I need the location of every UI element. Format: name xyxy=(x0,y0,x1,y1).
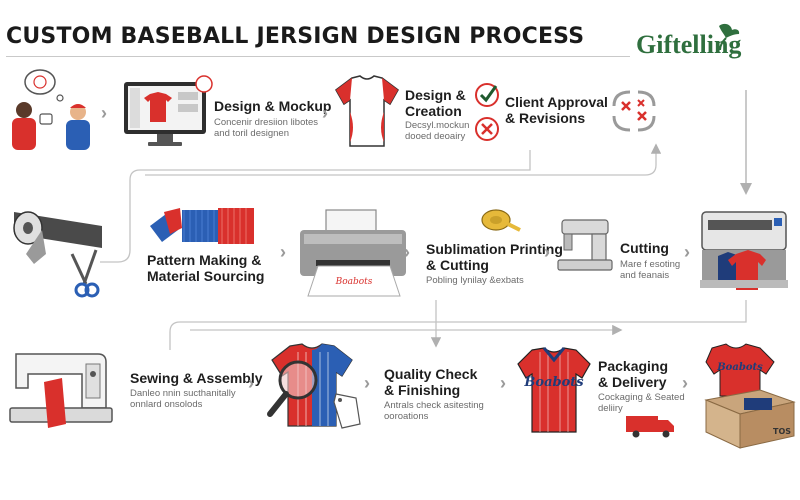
jersey-script-text: Boabots xyxy=(523,375,584,390)
jersey-inspection-icon xyxy=(267,343,361,429)
monitor-icon xyxy=(124,75,213,146)
fabric-swatches-icon xyxy=(150,208,254,244)
magnifier-icon xyxy=(267,360,318,417)
truck-icon xyxy=(626,416,674,438)
printer-icon: Boabots xyxy=(300,209,406,297)
brand-logo xyxy=(636,22,796,72)
step-label: Cutting xyxy=(620,240,669,256)
step-description: ooroations xyxy=(384,411,429,422)
step-label: & Delivery xyxy=(598,374,667,390)
step-label: Sewing & Assembly xyxy=(130,370,263,386)
step-description: dooed deoairy xyxy=(405,131,466,142)
step-label: Client Approval xyxy=(505,94,608,110)
step-label: Packaging xyxy=(598,358,669,374)
arrow-right-icon: › xyxy=(280,242,286,262)
tshirt-icon xyxy=(335,75,399,147)
arrow-right-icon: › xyxy=(682,373,688,393)
tag-icon xyxy=(333,393,361,429)
cutting-machine-icon xyxy=(557,219,613,271)
sewing-machine-icon xyxy=(9,353,113,428)
step-label: Design & xyxy=(405,87,466,103)
step-label: & Revisions xyxy=(505,110,586,126)
page-title: CUSTOM BASEBALL JERSIGN DESIGN PROCESS xyxy=(6,24,585,49)
arrow-right-icon: › xyxy=(544,242,550,262)
bird-icon xyxy=(719,23,740,51)
step-label: Creation xyxy=(405,103,462,119)
arrow-right-icon: › xyxy=(364,373,370,393)
arrow-right-icon: › xyxy=(684,242,690,262)
x-mark-icon xyxy=(475,117,499,141)
title-divider xyxy=(6,56,630,57)
arrow-right-icon: › xyxy=(248,373,254,393)
jersey-icon: Boabots xyxy=(517,347,591,433)
step-description: Danleo nnin sucthanitally xyxy=(130,388,236,399)
step-label: Sublimation Printing xyxy=(426,241,563,257)
step-label: Material Sourcing xyxy=(147,268,265,284)
fabric-roll-icon xyxy=(13,211,102,298)
step-label: & Cutting xyxy=(426,257,489,273)
checkmark-icon xyxy=(475,83,499,107)
arrow-right-icon: › xyxy=(101,103,107,123)
step-description: Pobling lynilay &exbats xyxy=(426,275,524,286)
refresh-cycle-icon xyxy=(612,90,656,132)
step-description: Mare f esoting xyxy=(620,259,681,270)
step-label: Design & Mockup xyxy=(214,98,332,114)
step-description: Antrals check asitesting xyxy=(384,400,484,411)
scissors-icon xyxy=(70,249,100,298)
tape-measure-icon xyxy=(481,209,521,232)
step-description: deliiry xyxy=(598,403,623,414)
arrow-right-icon: › xyxy=(500,373,506,393)
jersey-script-text: Boabots xyxy=(716,362,763,373)
arrow-right-icon: › xyxy=(404,242,410,262)
box-label: TOS xyxy=(773,427,791,436)
step-description: Concenir dresiion libotes xyxy=(214,117,319,128)
step-label: Quality Check xyxy=(384,366,478,382)
step-label: & Finishing xyxy=(384,382,461,398)
step-description: and toril designen xyxy=(214,128,289,139)
step-description: and feanais xyxy=(620,270,670,281)
brand-name: Giftelling xyxy=(636,30,742,59)
heat-press-icon xyxy=(700,211,788,290)
package-box-icon: Boabots TOS xyxy=(704,343,796,449)
step-description: onnlard onsolods xyxy=(130,399,203,410)
step-label: Pattern Making & xyxy=(147,252,262,268)
jersey-script-text: Boabots xyxy=(335,277,373,287)
consultation-people-icon xyxy=(12,69,90,150)
arrow-right-icon: › xyxy=(322,103,328,123)
step-description: Decsyl.mockun xyxy=(405,120,470,131)
step-description: Cockaging & Seated xyxy=(598,392,685,403)
